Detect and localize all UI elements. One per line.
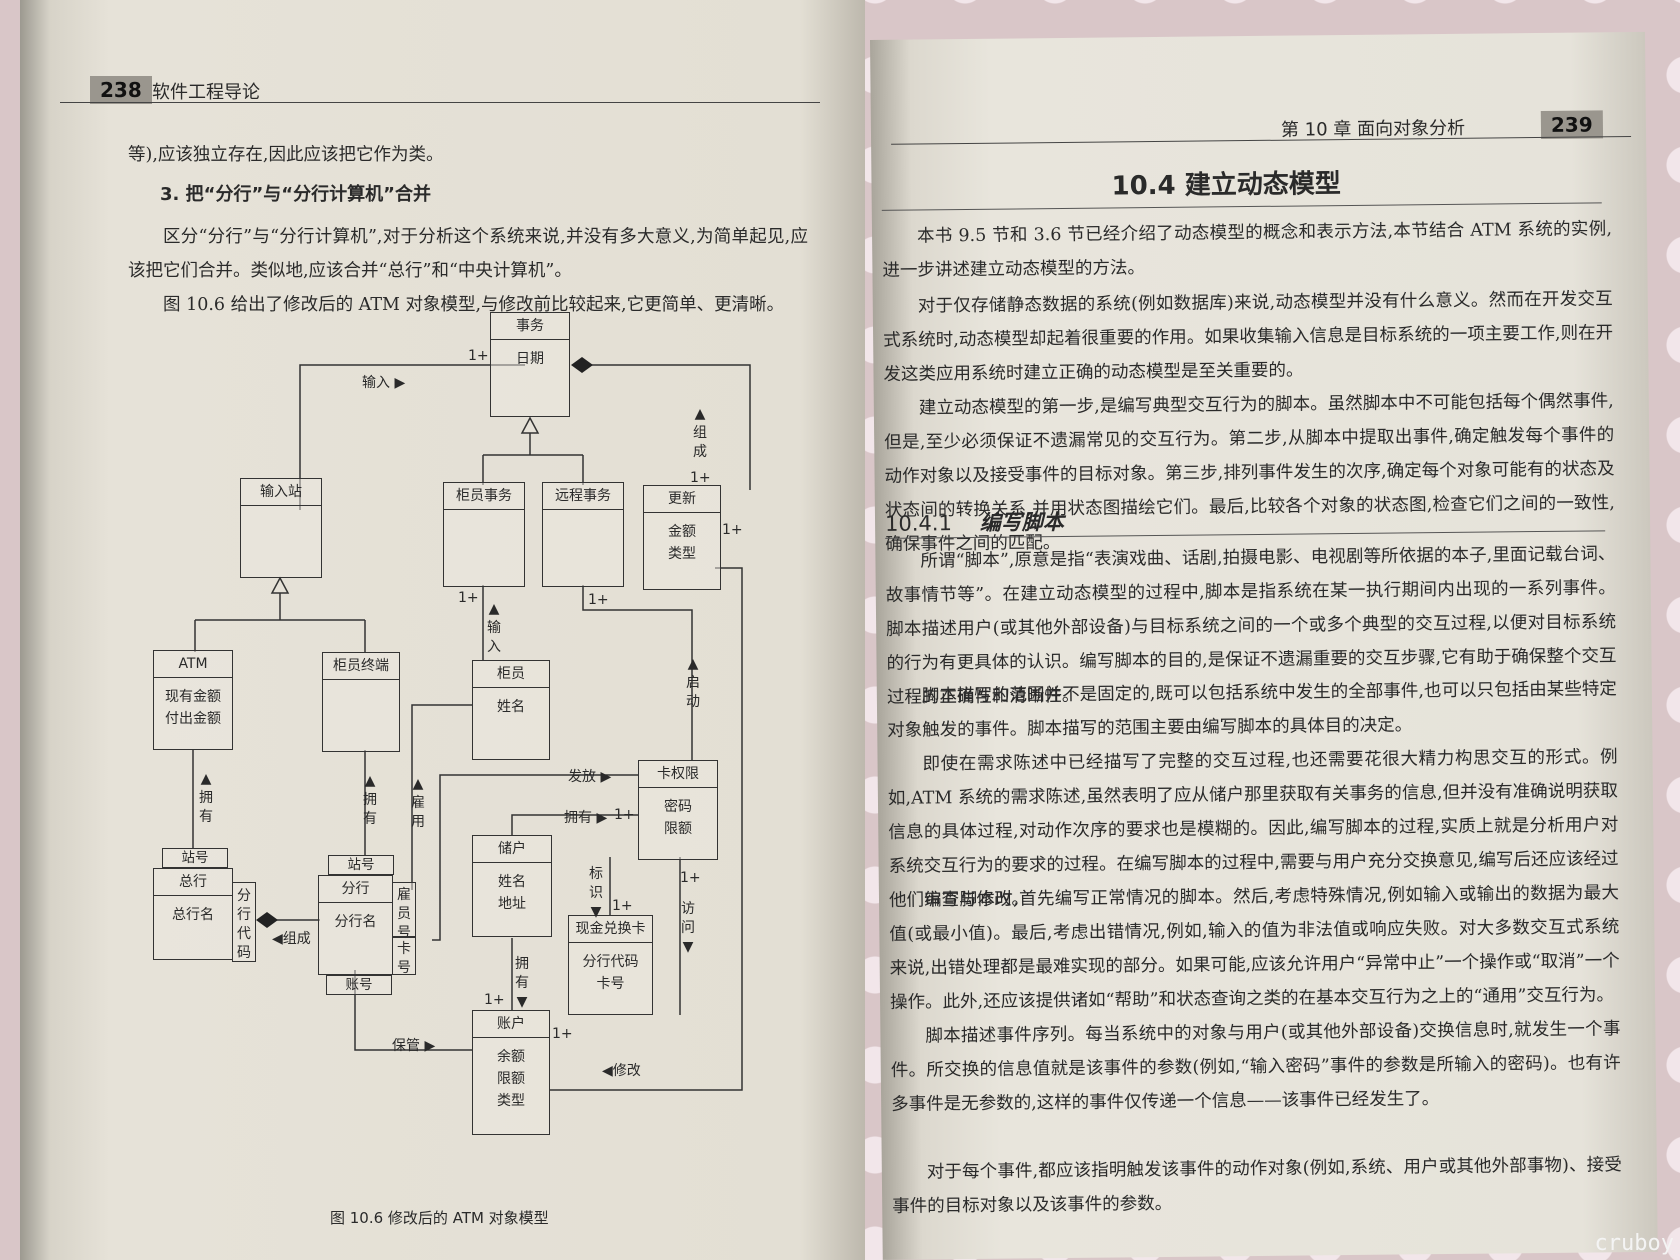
label-fangwen: 访问▼	[681, 901, 695, 955]
label-biaoshi: 标识▼	[589, 866, 603, 920]
label-mult-a: 1+	[468, 348, 489, 364]
right-header-rule	[891, 136, 1632, 145]
label-qidong: ▲启动	[686, 656, 700, 710]
qualifier-zhanhao-2: 站号	[328, 855, 394, 875]
label-guyong: ▲雇用	[411, 776, 425, 830]
section-rule	[881, 202, 1602, 211]
right-page-number: 239	[1540, 110, 1603, 139]
label-yongyou-1: ▲拥有	[199, 771, 213, 825]
label-mult-c: 1+	[458, 590, 479, 606]
left-running-head: 软件工程导论	[152, 82, 260, 103]
figure-caption: 图 10.6 修改后的 ATM 对象模型	[330, 1209, 549, 1227]
label-mult-e: 1+	[722, 522, 743, 538]
label-yongyou-2: ▲拥有	[363, 773, 377, 827]
right-para-9: 对于每个事件,都应该指明触发该事件的动作对象(例如,系统、用户或其他外部事物)、…	[892, 1155, 1622, 1217]
class-atm: ATM 现有金额 付出金额	[153, 650, 233, 750]
qualifier-kahao: 卡号	[392, 937, 416, 976]
class-xianjinka: 现金兑换卡 分行代码 卡号	[568, 915, 653, 1015]
label-mult-d: 1+	[588, 592, 609, 608]
left-header-rule	[60, 102, 820, 103]
class-zhanghu: 账户 余额 限额 类型	[472, 1010, 550, 1135]
label-mult-i: 1+	[484, 992, 505, 1008]
label-xiugai: ◀修改	[602, 1063, 641, 1079]
class-chuhu: 储户 姓名 地址	[472, 835, 552, 937]
label-mult-h: 1+	[680, 870, 701, 886]
label-shuru-2: ▲输入	[487, 601, 501, 655]
label-mult-g: 1+	[612, 898, 633, 914]
label-baoguan: 保管 ▶	[392, 1038, 436, 1054]
left-para-1: 等),应该独立存在,因此应该把它作为类。	[128, 145, 444, 165]
section-title: 10.4 建立动态模型	[1111, 169, 1341, 202]
class-gengxin: 更新 金额 类型	[643, 485, 721, 590]
left-heading-3: 3. 把“分行”与“分行计算机”合并	[160, 184, 431, 205]
qualifier-zhanghao: 账号	[326, 975, 392, 995]
class-yuanchengshiwu: 远程事务	[542, 482, 624, 587]
class-guiyuan: 柜员 姓名	[472, 660, 550, 760]
right-para-7: 编写脚本时,首先编写正常情况的脚本。然后,考虑特殊情况,例如输入或输出的数据为最…	[889, 883, 1620, 1013]
right-para-2: 对于仅存储静态数据的系统(例如数据库)来说,动态模型并没有什么意义。然而在开发交…	[883, 289, 1614, 385]
right-para-5: 脚本描写的范围并不是固定的,既可以包括系统中发生的全部事件,也可以只包括由某些特…	[887, 679, 1617, 741]
right-para-8: 脚本描述事件序列。每当系统中的对象与用户(或其他外部设备)交换信息时,就发生一个…	[890, 1019, 1621, 1115]
label-mult-b: 1+	[690, 470, 711, 486]
left-para-2: 区分“分行”与“分行计算机”,对于分析这个系统来说,并没有多大意义,为简单起见,…	[128, 227, 808, 281]
class-guiyuanshiwu: 柜员事务	[443, 482, 525, 587]
label-zucheng-1: ▲组成	[693, 406, 707, 460]
class-guiyuanzhongduan: 柜员终端	[322, 652, 400, 752]
class-shiwu: 事务 日期	[490, 312, 570, 417]
qualifier-fenhangdaima: 分行代码	[232, 882, 256, 962]
label-zucheng-2: ◀组成	[272, 931, 311, 947]
class-fenhang: 分行 分行名	[318, 875, 393, 975]
left-page-number: 238	[90, 76, 152, 104]
watermark: cruboy	[1594, 1231, 1674, 1256]
atm-object-model-diagram: 事务 日期 输入站 柜员事务 远程事务 更新 金额 类型 ATM 现有金额 付出…	[140, 312, 780, 1200]
diagram-connectors	[192, 357, 751, 1091]
label-shuru-1: 输入 ▶	[362, 375, 406, 391]
class-zonghang: 总行 总行名	[153, 868, 233, 960]
label-fafang: 发放 ▶	[568, 769, 612, 785]
label-mult-j: 1+	[552, 1026, 573, 1042]
label-yongyou-3: 拥有 ▶	[564, 810, 608, 826]
class-shuruzhan: 输入站	[240, 478, 322, 578]
label-yongyou-4: 拥有▼	[515, 956, 529, 1010]
left-para-3: 图 10.6 给出了修改后的 ATM 对象模型,与修改前比较起来,它更简单、更清…	[163, 295, 785, 315]
class-kaquanxian: 卡权限 密码 限额	[638, 760, 718, 860]
label-mult-f: 1+	[614, 807, 635, 823]
qualifier-zhanhao-1: 站号	[162, 848, 228, 868]
qualifier-guiyuanhao: 雇员号	[392, 882, 416, 941]
right-para-1: 本书 9.5 节和 3.6 节已经介绍了动态模型的概念和表示方法,本节结合 AT…	[882, 219, 1613, 281]
right-page: 第 10 章 面向对象分析 239 10.4 建立动态模型 本书 9.5 节和 …	[870, 31, 1658, 1260]
